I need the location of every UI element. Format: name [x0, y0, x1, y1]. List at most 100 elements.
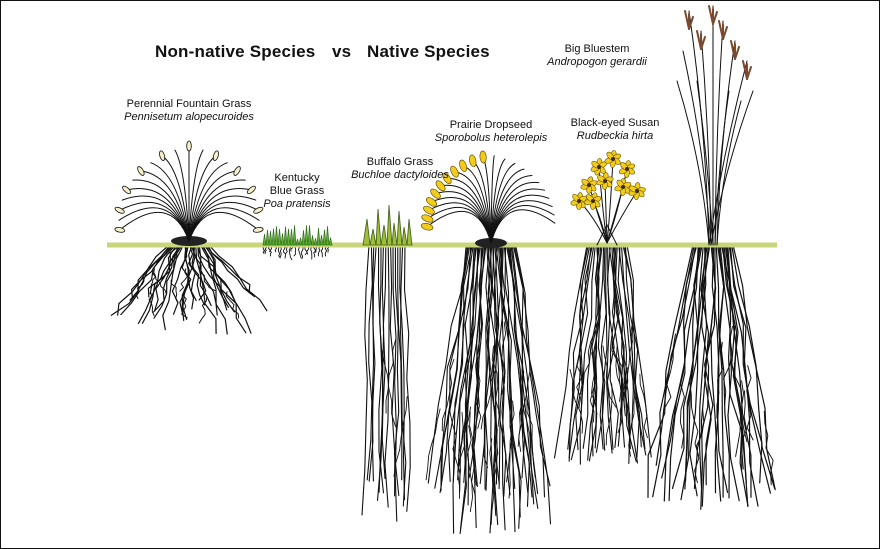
grass-blade — [490, 188, 545, 244]
grass-stalk — [714, 20, 724, 246]
flower-center — [635, 189, 639, 193]
grass-blade — [188, 170, 238, 242]
seed-plume — [122, 185, 132, 195]
grass-blade — [150, 162, 190, 242]
root-strand — [471, 246, 483, 486]
root-strand — [588, 244, 603, 462]
grass-blade — [188, 211, 259, 242]
root-branch — [716, 341, 724, 419]
flower-center — [611, 157, 615, 161]
root-branch — [620, 326, 629, 393]
seed-plume — [212, 150, 219, 161]
grass-blade — [126, 188, 190, 242]
grass-blade — [188, 149, 204, 242]
flower-center — [603, 179, 607, 183]
grass-blade — [490, 158, 506, 244]
root-branch — [615, 355, 626, 417]
root-strand — [511, 246, 539, 495]
root-strand — [403, 244, 411, 512]
root-strand — [617, 244, 637, 463]
root-strand — [440, 246, 471, 492]
root-strand — [384, 244, 390, 508]
seed-plume — [252, 227, 264, 233]
grass-blade — [490, 205, 555, 244]
scientific-name: Rudbeckia hirta — [576, 130, 654, 142]
seed-head — [746, 66, 752, 80]
root-strand — [693, 244, 711, 490]
root-strand — [452, 246, 474, 482]
label-buffalo-grass: Buffalo Grass Buchloe dactyloides — [351, 156, 449, 182]
root-branch — [393, 396, 408, 477]
root-branch — [198, 296, 208, 324]
grass-stalk — [714, 90, 730, 246]
root-strand — [599, 244, 607, 450]
root-branch — [763, 410, 774, 486]
flower — [570, 192, 588, 210]
seed-head — [722, 26, 728, 40]
seed-plume — [114, 227, 126, 233]
root-strand — [392, 244, 398, 522]
grass-blade — [188, 155, 217, 242]
shoot-systems — [114, 5, 754, 248]
flower — [584, 192, 602, 210]
seed-head — [712, 11, 718, 25]
root-branch — [581, 330, 596, 395]
seed-head — [734, 46, 740, 60]
common-name: Perennial Fountain Grass — [126, 98, 252, 110]
root-strand — [487, 246, 499, 526]
prairie-dropseed-roots — [425, 246, 552, 535]
root-strand — [507, 246, 529, 494]
root-branch — [385, 337, 397, 414]
root-strand — [366, 244, 373, 481]
grass-blade — [490, 209, 556, 244]
root-branch — [639, 373, 648, 439]
grass-blade — [454, 171, 492, 244]
grass-blade — [490, 168, 525, 244]
scientific-name: Andropogon gerardii — [547, 56, 647, 68]
label-prairie-dropseed: Prairie Dropseed Sporobolus heterolepis — [435, 119, 548, 145]
root-branch — [199, 271, 216, 292]
flower — [590, 158, 607, 176]
flower-center — [597, 165, 601, 169]
root-strand — [493, 246, 504, 490]
seed-plume — [233, 166, 241, 176]
root-strand — [493, 246, 500, 485]
root-strand — [400, 244, 407, 507]
root-strand — [591, 244, 601, 449]
grass-blade — [188, 162, 228, 242]
root-branch — [746, 365, 754, 441]
root-strand — [378, 244, 387, 493]
big-bluestem-roots — [647, 244, 776, 510]
root-branch — [491, 345, 500, 428]
root-strand — [510, 246, 539, 509]
root-branch — [150, 268, 157, 286]
root-strand — [625, 244, 647, 456]
root-strand — [203, 244, 252, 334]
root-strand — [393, 244, 400, 497]
common-name: Kentucky — [274, 172, 320, 184]
root-strand — [137, 244, 176, 324]
root-strand — [579, 244, 596, 465]
root-strand — [361, 244, 370, 516]
root-strand — [698, 244, 710, 489]
grass-blade — [490, 182, 540, 244]
root-strand — [575, 244, 594, 451]
grass-stalk — [700, 30, 712, 246]
root-branch — [569, 368, 584, 434]
root-branch — [441, 358, 455, 432]
grass-blade — [188, 179, 246, 242]
root-strand — [171, 244, 188, 315]
heading-native: Native Species — [367, 42, 490, 61]
root-branch — [489, 438, 495, 525]
root-strand — [591, 244, 599, 457]
root-branch — [508, 412, 513, 499]
heading-versus: vs — [332, 42, 352, 61]
flower-stem — [606, 190, 638, 244]
root-strand — [663, 244, 699, 502]
grass-blade — [462, 165, 492, 244]
root-branch — [605, 383, 613, 446]
grass-stalk — [682, 50, 712, 246]
root-strand — [473, 246, 487, 488]
basal-leaves — [596, 223, 618, 246]
